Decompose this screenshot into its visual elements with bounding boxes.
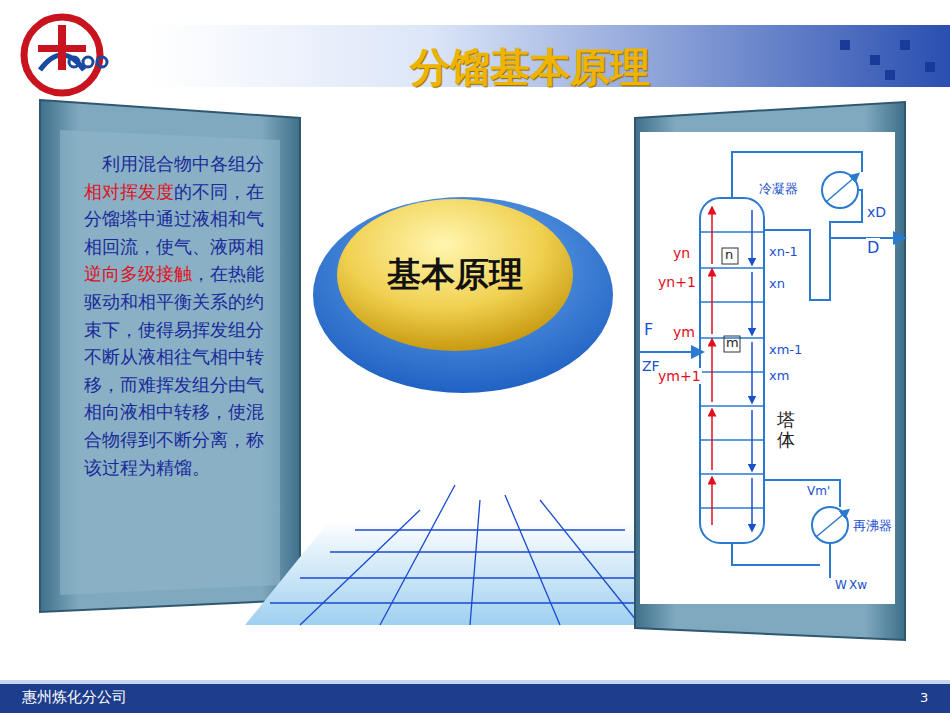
stream-label: ym [672, 324, 696, 340]
condenser-label: 冷凝器 [758, 180, 799, 198]
slide-title: 分馏基本原理 [410, 40, 650, 95]
body-text: 利用混合物中各组分 [102, 153, 264, 174]
tray-label: n [725, 247, 733, 262]
stream-label: Vm' [806, 484, 831, 498]
feed-label: F [643, 320, 654, 339]
stream-label: W [834, 578, 848, 592]
stream-label: xm [768, 368, 790, 383]
stream-label: D [866, 238, 880, 257]
footer-company: 惠州炼化分公司 [22, 688, 127, 707]
page-number: 3 [920, 690, 928, 705]
stream-label: ym+1 [657, 368, 702, 384]
text-panel: 利用混合物中各组分相对挥发度的不同，在分馏塔中通过液相和气相回流，使气、液两相逆… [84, 150, 280, 481]
stream-label: xn-1 [768, 244, 799, 259]
body-text: ，在热能驱动和相平衡关系的约束下，使得易挥发组分不断从液相往气相中转移，而难挥发… [84, 263, 264, 477]
reboiler-label: 再沸器 [852, 517, 893, 535]
tray-label: m [726, 335, 739, 350]
column-label: 塔体 [777, 410, 795, 450]
stream-label: xD [866, 204, 887, 220]
stream-label: yn [672, 245, 691, 261]
highlight-text: 逆向多级接触 [84, 263, 192, 284]
stream-label: Xw [848, 578, 868, 592]
highlight-text: 相对挥发度 [84, 181, 174, 202]
stream-label: xn [768, 276, 786, 291]
stream-label: xm-1 [768, 342, 803, 357]
oval-node: 基本原理 [337, 199, 573, 351]
oval-label: 基本原理 [387, 252, 523, 298]
stream-label: yn+1 [657, 274, 697, 290]
